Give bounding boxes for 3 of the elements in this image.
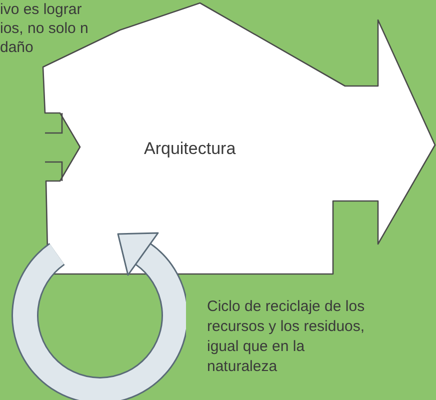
annotation-text: Ciclo de reciclaje de los recursos y los residuos, igual que en la naturaleza	[207, 297, 366, 377]
node-title: Arquitectura	[144, 138, 236, 160]
annotation-text: ivo es lograr ios, no solo n daño	[0, 0, 90, 57]
